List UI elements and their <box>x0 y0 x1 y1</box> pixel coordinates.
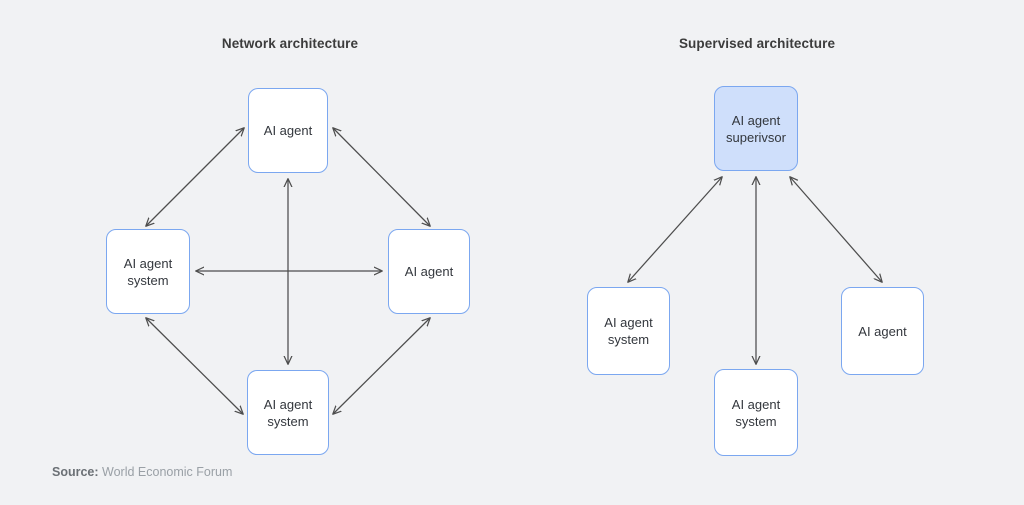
node-label: AI agent <box>858 323 907 339</box>
edge-network-bottom-right <box>333 318 430 414</box>
edge-network-top-right <box>333 128 430 226</box>
source-value: World Economic Forum <box>102 465 233 479</box>
node-network-bottom[interactable]: AI agent system <box>247 370 329 455</box>
node-supervised-supervisor[interactable]: AI agent superivsor <box>714 86 798 171</box>
node-supervised-left[interactable]: AI agent system <box>587 287 670 375</box>
node-label: AI agent system <box>604 315 653 347</box>
node-label: AI agent <box>404 264 454 279</box>
node-label: AI agent superivsor <box>726 112 786 145</box>
node-label: AI agent system <box>123 255 173 288</box>
node-label: AI agent <box>263 123 313 138</box>
source-label: Source: <box>52 465 99 479</box>
source-note: Source: World Economic Forum <box>52 465 232 479</box>
node-supervised-right[interactable]: AI agent <box>841 287 924 375</box>
node-network-left[interactable]: AI agent system <box>106 229 190 314</box>
node-network-top[interactable]: AI agent <box>248 88 328 173</box>
edge-network-left-bottom <box>146 318 243 414</box>
panel-title-network: Network architecture <box>221 36 359 51</box>
edge-network-left-top <box>146 128 244 226</box>
node-network-right[interactable]: AI agent <box>388 229 470 314</box>
edge-supervised-supervisor-left <box>628 177 722 282</box>
node-label: AI agent system <box>263 396 313 429</box>
edge-supervised-supervisor-right <box>790 177 882 282</box>
panel-title-supervised: Supervised architecture <box>678 36 836 51</box>
node-label: AI agent system <box>731 396 781 429</box>
node-supervised-center[interactable]: AI agent system <box>714 369 798 456</box>
